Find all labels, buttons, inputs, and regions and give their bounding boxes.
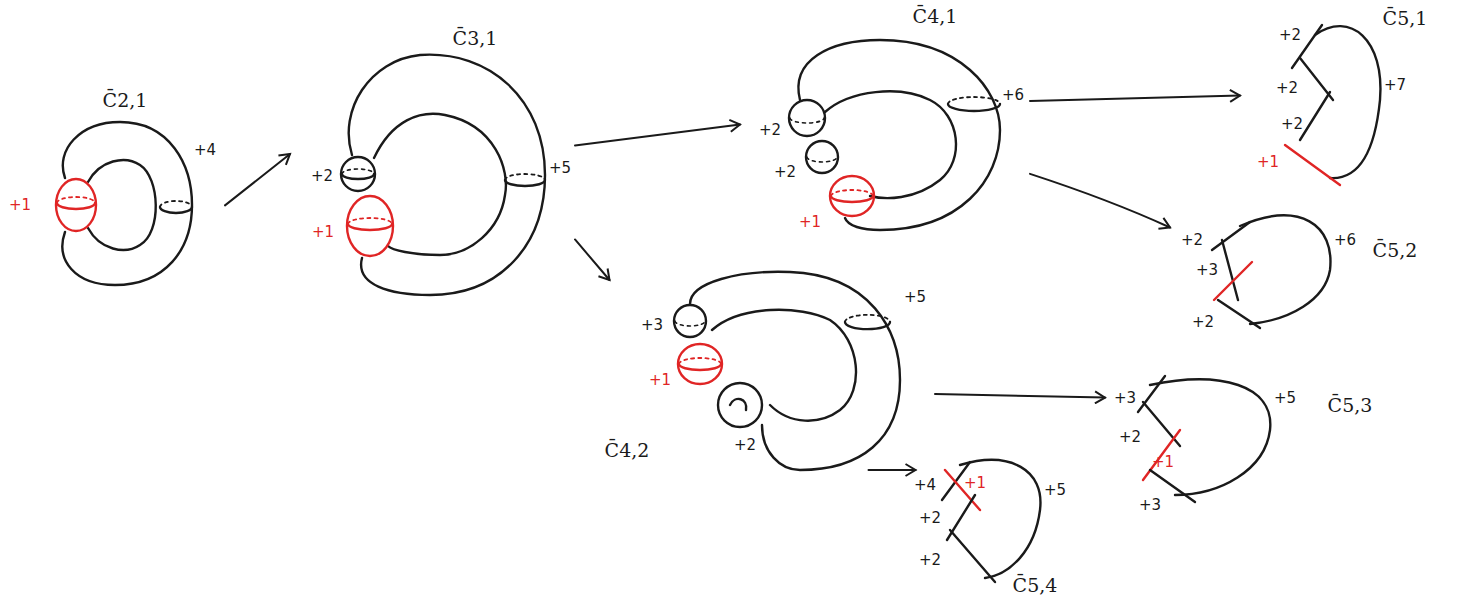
self-intersection-number: +6	[1002, 87, 1024, 104]
self-intersection-number: +2	[1192, 314, 1214, 331]
self-intersection-number: +1	[964, 475, 986, 492]
self-intersection-number: +2	[774, 164, 796, 181]
self-intersection-number: +2	[734, 437, 756, 454]
self-intersection-number: +5	[1274, 390, 1296, 407]
surface-name: C̄5,1	[1383, 8, 1428, 29]
self-intersection-number: +2	[1276, 80, 1298, 97]
self-intersection-number: +1	[649, 372, 671, 389]
self-intersection-number: +3	[1114, 390, 1136, 407]
surface-figure: C̄5,4 +5 +4 +1 +2 +2	[905, 470, 1080, 600]
surface-name: C̄3,1	[453, 28, 498, 49]
self-intersection-number: +1	[9, 197, 31, 214]
self-intersection-number: +3	[1139, 497, 1161, 514]
surface-name: C̄5,3	[1328, 395, 1373, 416]
transition-arrow	[225, 154, 290, 205]
surface-figure: C̄5,1 +7 +2 +2 +2 +1	[1240, 0, 1440, 195]
transition-arrow	[869, 469, 916, 471]
self-intersection-number: +2	[1281, 116, 1303, 133]
self-intersection-number: +2	[311, 168, 333, 185]
self-intersection-number: +5	[1044, 482, 1066, 499]
self-intersection-number: +1	[799, 214, 821, 231]
surface-figure: C̄5,3 +5 +3 +2 +1 +3	[1105, 370, 1420, 515]
self-intersection-number: +4	[914, 477, 936, 494]
transition-arrow	[575, 125, 740, 146]
self-intersection-number: +2	[1279, 27, 1301, 44]
self-intersection-number: +5	[904, 289, 926, 306]
surface-figure: C̄5,2 +6 +2 +3 +2	[1170, 215, 1430, 340]
self-intersection-number: +7	[1384, 77, 1406, 94]
surface-name: C̄4,2	[605, 440, 650, 461]
self-intersection-number: +1	[1152, 454, 1174, 471]
self-intersection-number: +5	[549, 160, 571, 177]
transition-arrow	[935, 394, 1105, 398]
transition-arrow	[1030, 96, 1240, 102]
self-intersection-number: +3	[1196, 262, 1218, 279]
surface-name: C̄4,1	[913, 6, 958, 27]
surface-figure: C̄2,1 +4 +1	[5, 85, 225, 300]
surface-name: C̄5,4	[1013, 575, 1058, 596]
self-intersection-number: +2	[919, 510, 941, 527]
self-intersection-number: +2	[919, 552, 941, 569]
surface-figure: C̄4,1 +6 +2 +2 +1	[740, 0, 1030, 235]
surface-name: C̄2,1	[103, 90, 148, 111]
surface-name: C̄5,2	[1373, 240, 1418, 261]
self-intersection-number: +4	[194, 142, 216, 159]
self-intersection-number: +2	[1181, 232, 1203, 249]
surface-figure: C̄3,1 +2 +1 +5	[290, 20, 575, 305]
self-intersection-number: +3	[641, 317, 663, 334]
transition-arrow	[575, 239, 610, 280]
surface-figure: C̄4,2 +5 +3 +1 +2	[585, 280, 935, 470]
self-intersection-number: +2	[759, 122, 781, 139]
self-intersection-number: +2	[1119, 429, 1141, 446]
transition-arrow	[1030, 174, 1170, 228]
self-intersection-number: +6	[1334, 232, 1356, 249]
self-intersection-number: +1	[1257, 154, 1279, 171]
self-intersection-number: +1	[312, 224, 334, 241]
